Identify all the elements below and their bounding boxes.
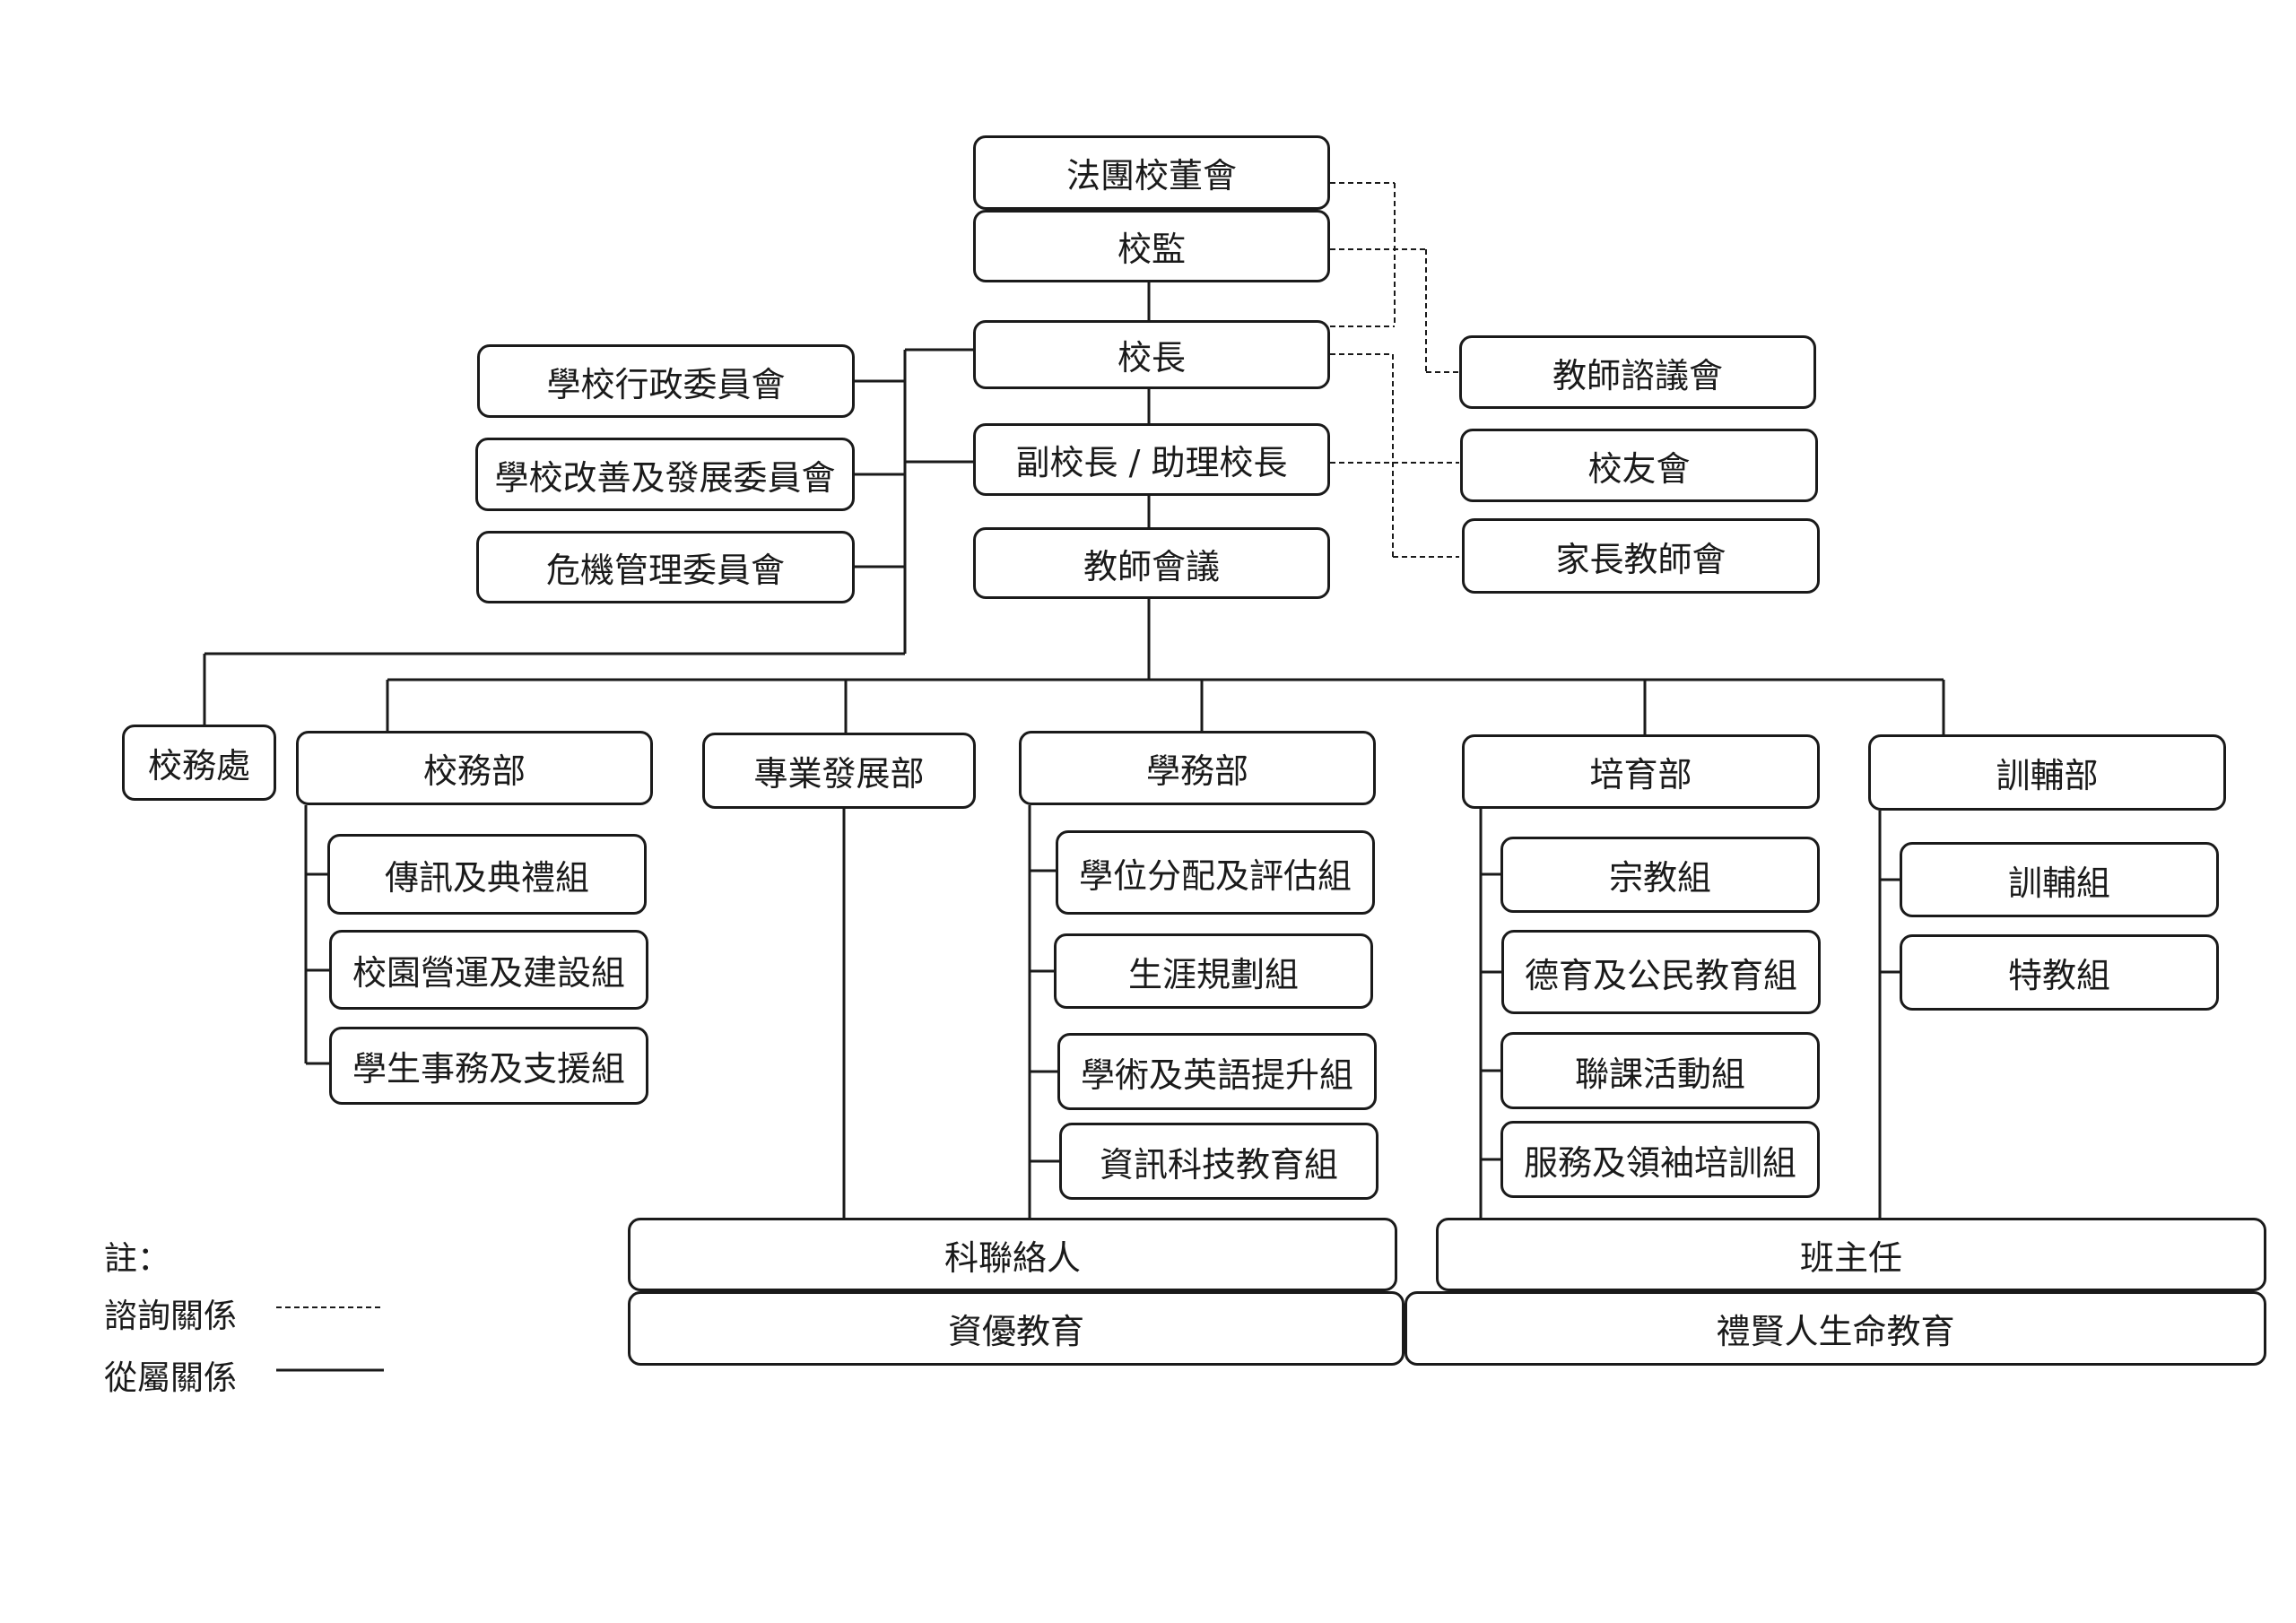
pta-label: 家長教師會 [1555,539,1726,579]
religious-node: 宗教組 [1500,837,1820,913]
campus-ops-label: 校園營運及建設組 [352,953,625,993]
prof-dev-dept-label: 專業發展部 [753,754,925,794]
improvement-committee-node: 學校改善及發展委員會 [475,438,855,511]
vice-principal-node: 副校長 / 助理校長 [973,423,1330,496]
nurturing-dept-node: 培育部 [1462,734,1820,809]
guidance-team-label: 訓輔組 [2007,863,2110,903]
career-planning-node: 生涯規劃組 [1054,933,1373,1009]
school-office-node: 校務處 [122,725,276,801]
moral-civic-label: 德育及公民教育組 [1524,955,1797,995]
it-education-node: 資訊科技教育組 [1059,1123,1378,1200]
board-node: 法團校董會 [973,135,1330,210]
legend-subordinate-label: 從屬關係 [104,1358,237,1397]
improvement-committee-label: 學校改善及發展委員會 [494,457,836,498]
vice-principal-label: 副校長 / 助理校長 [1015,443,1288,482]
life-education-node: 禮賢人生命教育 [1405,1291,2266,1366]
service-leadership-node: 服務及領袖培訓組 [1500,1121,1820,1198]
guidance-dept-node: 訓輔部 [1868,734,2226,811]
gifted-education-label: 資優教育 [947,1312,1084,1351]
allocation-assessment-label: 學位分配及評估組 [1078,855,1352,896]
religious-label: 宗教組 [1608,858,1711,898]
alumni-label: 校友會 [1587,448,1691,489]
nurturing-dept-label: 培育部 [1589,755,1692,794]
student-affairs-label: 學生事務及支援組 [352,1049,625,1089]
special-ed-node: 特教組 [1900,934,2219,1011]
subject-coordinators-label: 科聯絡人 [944,1237,1081,1278]
guidance-dept-label: 訓輔部 [1996,756,2099,795]
admin-committee-label: 學校行政委員會 [546,364,786,404]
special-ed-label: 特教組 [2007,956,2110,995]
gifted-education-node: 資優教育 [628,1291,1405,1366]
alumni-node: 校友會 [1460,429,1818,502]
class-teachers-label: 班主任 [1799,1237,1902,1278]
school-office-label: 校務處 [147,746,250,785]
career-planning-label: 生涯規劃組 [1127,954,1299,994]
legend-note: 註： [104,1239,170,1278]
crisis-committee-node: 危機管理委員會 [476,531,855,603]
principal-node: 校長 [973,320,1330,389]
service-leadership-label: 服務及領袖培訓組 [1523,1142,1796,1183]
school-affairs-dept-label: 校務部 [422,751,526,791]
ecas-label: 聯課活動組 [1574,1054,1745,1094]
academic-dept-node: 學務部 [1019,731,1376,805]
school-affairs-dept-node: 校務部 [296,731,653,805]
pta-node: 家長教師會 [1462,518,1820,594]
crisis-committee-label: 危機管理委員會 [545,551,785,590]
ecas-node: 聯課活動組 [1500,1032,1820,1109]
principal-label: 校長 [1117,338,1186,378]
academic-english-node: 學術及英語提升組 [1057,1033,1377,1110]
teachers-meeting-label: 教師會議 [1083,546,1220,586]
guidance-team-node: 訓輔組 [1900,842,2219,917]
comm-ceremony-node: 傳訊及典禮組 [327,834,647,915]
admin-committee-node: 學校行政委員會 [477,344,855,418]
life-education-label: 禮賢人生命教育 [1716,1312,1955,1351]
academic-english-label: 學術及英語提升組 [1080,1055,1353,1095]
academic-dept-label: 學務部 [1145,751,1248,791]
campus-ops-node: 校園營運及建設組 [329,930,648,1010]
prof-dev-dept-node: 專業發展部 [702,733,976,809]
student-affairs-node: 學生事務及支援組 [329,1027,648,1105]
comm-ceremony-label: 傳訊及典禮組 [384,857,589,898]
allocation-assessment-node: 學位分配及評估組 [1056,830,1375,915]
teacher-advisory-label: 教師諮議會 [1552,355,1723,395]
legend-advisory-label: 諮詢關係 [104,1297,237,1335]
supervisor-label: 校監 [1117,230,1186,269]
teachers-meeting-node: 教師會議 [973,527,1330,599]
class-teachers-node: 班主任 [1436,1218,2266,1291]
board-label: 法團校董會 [1065,156,1237,195]
it-education-label: 資訊科技教育組 [1099,1144,1338,1185]
subject-coordinators-node: 科聯絡人 [628,1218,1397,1291]
supervisor-node: 校監 [973,210,1330,282]
moral-civic-node: 德育及公民教育組 [1501,930,1821,1014]
teacher-advisory-node: 教師諮議會 [1459,335,1816,409]
